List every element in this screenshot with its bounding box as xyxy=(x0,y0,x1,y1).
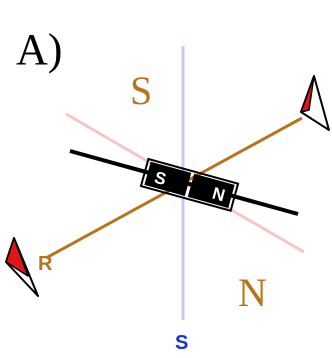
rod-end-label: R xyxy=(38,253,53,275)
compass-needle-icon xyxy=(300,75,330,131)
compass-needle-icon xyxy=(5,237,39,297)
region-label-south: S xyxy=(130,68,152,113)
magnet-north-half xyxy=(187,173,235,208)
region-label-north: N xyxy=(238,270,267,315)
magnet-north-label: N xyxy=(210,184,227,206)
panel-label: A) xyxy=(16,25,62,74)
vertical-axis-label: S xyxy=(175,332,188,354)
magnet-body-outline xyxy=(139,157,240,212)
bar-magnet: S N xyxy=(139,157,240,212)
magnet-south-label: S xyxy=(152,168,168,189)
magnet-south-half xyxy=(144,161,192,197)
